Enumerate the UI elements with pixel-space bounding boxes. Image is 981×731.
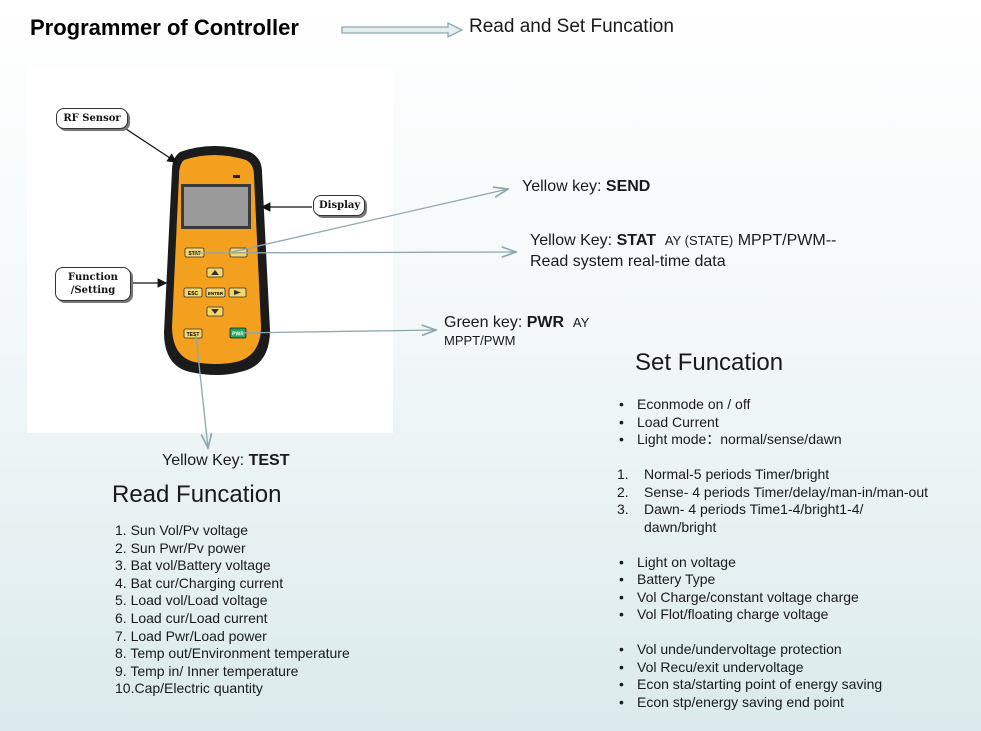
list-item: 1.Normal-5 periods Timer/bright [617,466,830,482]
read-list: 1. Sun Vol/Pv voltage 2. Sun Pwr/Pv powe… [115,522,350,698]
list-item: Load Current [617,414,928,432]
callout-rf-sensor: RF Sensor [56,108,128,129]
list-item: 3.Dawn- 4 periods Time1-4/bright1-4/ [617,501,864,517]
enter-key [205,287,226,298]
read-heading: Read Funcation [112,481,282,508]
list-item: dawn/bright [644,518,717,535]
callout-display: Display [313,195,365,216]
list-item: 9. Temp in/ Inner temperature [115,662,299,679]
list-item: 3. Bat vol/Battery voltage [115,557,271,574]
label-stat: Yellow Key: STAT AY (STATE) MPPT/PWM-- R… [530,232,837,270]
page-subtitle: Read and Set Funcation [469,16,674,37]
rf-sensor-arrow [119,124,178,163]
svg-text:ESC: ESC [188,291,199,297]
list-item: 5. Load vol/Load voltage [115,592,268,609]
list-item: 8. Temp out/Environment temperature [115,645,350,662]
list-item: Vol Charge/constant voltage charge [617,589,928,607]
label-send: Yellow key: SEND [522,178,651,195]
list-item: Econmode on / off [617,396,928,414]
send-pointer [231,189,508,253]
page-title: Programmer of Controller [30,15,299,40]
stat-pointer [193,252,516,253]
list-item: Light mode：normal/sense/dawn [617,431,928,449]
esc-key [183,287,203,298]
list-item: 7. Load Pwr/Load power [115,627,267,644]
svg-text:TEST: TEST [187,332,200,338]
svg-text:ENTER: ENTER [208,291,224,296]
label-pwr: Green key: PWR AY MPPT/PWM [444,314,590,348]
list-item: Econ stp/energy saving end point [617,694,928,712]
pwr-pointer [239,330,436,333]
svg-text:STAT: STAT [188,251,200,257]
svg-text:PWR: PWR [232,332,244,338]
list-item: 2. Sun Pwr/Pv power [115,539,246,556]
list-item: Light on voltage [617,554,928,572]
list-item: Battery Type [617,571,928,589]
set-list: Econmode on / off Load Current Light mod… [617,396,928,711]
set-heading: Set Funcation [635,349,784,376]
list-item: 10.Cap/Electric quantity [115,680,263,697]
callout-function-setting: Function /Setting [55,267,131,301]
list-item: 6. Load cur/Load current [115,609,268,626]
label-test: Yellow Key: TEST [162,452,290,469]
header-arrow [341,22,464,38]
list-item: Econ sta/starting point of energy saving [617,676,928,694]
list-item: 2.Sense- 4 periods Timer/delay/man-in/ma… [617,483,929,500]
test-key [183,328,203,339]
list-item: 1. Sun Vol/Pv voltage [115,522,249,538]
list-item: Vol unde/undervoltage protection [617,641,928,659]
list-item: Vol Flot/floating charge voltage [617,606,928,624]
test-pointer [195,335,208,448]
list-item: 4. Bat cur/Charging current [115,574,284,591]
list-item: Vol Recu/exit undervoltage [617,659,928,677]
